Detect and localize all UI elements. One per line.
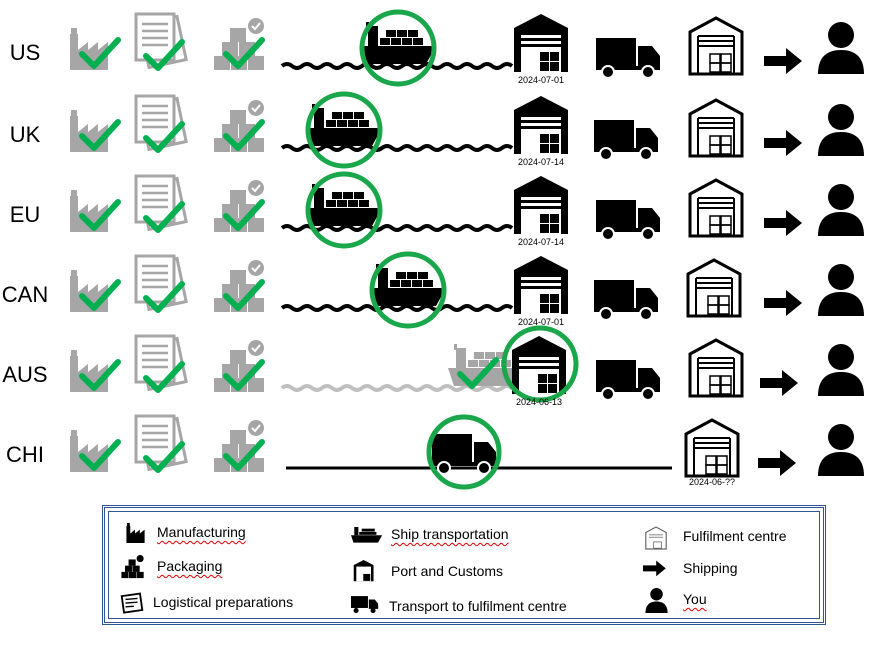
arrow-right-icon [764, 48, 802, 74]
fulfilment-centre-icon [645, 526, 667, 550]
country-label: UK [9, 122, 41, 147]
arrival-date: 2024-07-01 [518, 75, 564, 85]
arrow-right-icon [764, 210, 802, 236]
warehouse-icon [353, 560, 374, 582]
status-row: 2024-07-14 [70, 91, 864, 169]
truck-icon [593, 119, 659, 161]
fulfilment-centre-icon [688, 98, 744, 158]
truck-icon [595, 359, 661, 401]
ship-icon [351, 527, 383, 543]
legend-item-port: Port and Customs [353, 560, 593, 584]
boxes-icon [121, 555, 144, 579]
document-icon [134, 12, 188, 69]
legend-item-logistical: Logistical preparations [119, 592, 349, 616]
country-label: EU [9, 202, 41, 227]
truck-icon [593, 279, 659, 321]
legend: Manufacturing Packaging Logistical prepa… [102, 505, 826, 625]
highlight-ring [501, 325, 579, 403]
truck-icon [595, 199, 661, 241]
arrow-right-icon [758, 450, 796, 476]
warehouse-icon [514, 256, 568, 314]
legend-label-logistical: Logistical preparations [153, 594, 294, 610]
fulfilment-centre-icon [688, 16, 744, 76]
arrow-right-icon [760, 370, 798, 396]
arrival-date: 2024-06-13 [516, 397, 562, 407]
warehouse-icon [514, 14, 568, 72]
arrival-date: 2024-06-?? [689, 477, 735, 487]
status-row: 2024-06-?? [70, 414, 864, 490]
warehouse-icon [514, 176, 568, 234]
country-label: US [9, 40, 41, 65]
legend-label-manufacturing: Manufacturing [157, 524, 246, 540]
ship-icon [306, 184, 382, 226]
document-icon [134, 174, 188, 231]
document-icon [134, 414, 188, 471]
legend-label-fulfilment: Fulfilment centre [683, 528, 787, 544]
status-row: 2024-07-01 [70, 251, 864, 329]
arrival-date: 2024-07-14 [518, 237, 564, 247]
highlight-ring [426, 414, 502, 490]
document-icon [120, 592, 144, 614]
arrow-right-icon [764, 130, 802, 156]
legend-item-you: You [645, 588, 825, 616]
sea-line [280, 384, 514, 392]
legend-label-you: You [683, 591, 707, 607]
highlight-ring [359, 9, 437, 87]
person-icon [645, 588, 668, 614]
status-row: 2024-06-13 [70, 325, 864, 407]
fulfilment-centre-icon [688, 178, 744, 238]
person-icon [818, 344, 864, 396]
country-label: CHI [6, 442, 44, 467]
factory-icon [126, 522, 145, 544]
person-icon [818, 424, 864, 476]
fulfilment-centre-icon [686, 258, 742, 318]
highlight-ring [369, 251, 447, 329]
arrow-right-icon [764, 290, 802, 316]
arrival-date: 2024-07-14 [518, 157, 564, 167]
warehouse-icon [512, 336, 566, 394]
highlight-ring [305, 171, 383, 249]
ship-icon [306, 104, 382, 146]
fulfilment-centre-icon [688, 338, 744, 398]
status-row: 2024-07-01 [70, 9, 864, 87]
legend-item-ship: Ship transportation [351, 524, 591, 548]
arrival-date: 2024-07-01 [518, 317, 564, 327]
shipping-status-diagram: 2024-07-01 2024-07-14 2024-07-14 2024-07-01… [70, 9, 864, 490]
warehouse-icon [514, 96, 568, 154]
ship-icon [360, 22, 436, 64]
person-icon [818, 264, 864, 316]
legend-item-packaging: Packaging [121, 555, 351, 579]
person-icon [818, 184, 864, 236]
country-label: AUS [2, 362, 48, 387]
legend-item-transport: Transport to fulfilment centre [351, 596, 611, 620]
legend-label-packaging: Packaging [157, 558, 223, 574]
legend-item-shipping: Shipping [643, 560, 823, 584]
legend-item-fulfilment: Fulfilment centre [645, 526, 825, 550]
legend-label-shipping: Shipping [683, 560, 738, 576]
legend-label-port: Port and Customs [391, 563, 504, 579]
person-icon [818, 22, 864, 74]
document-icon [134, 94, 188, 151]
legend-item-manufacturing: Manufacturing [123, 522, 353, 546]
person-icon [818, 104, 864, 156]
highlight-ring [305, 91, 383, 169]
document-icon [134, 254, 188, 311]
country-label: CAN [1, 282, 49, 307]
legend-label-ship: Ship transportation [391, 526, 509, 542]
arrow-right-icon [643, 560, 666, 577]
ship-icon [370, 264, 446, 306]
status-row: 2024-07-14 [70, 171, 864, 249]
document-icon [134, 334, 188, 391]
sea-line [280, 304, 514, 312]
fulfilment-centre-icon [684, 418, 740, 478]
truck-icon [595, 37, 661, 79]
sea-line [280, 62, 514, 70]
truck-icon [351, 596, 379, 614]
legend-label-transport: Transport to fulfilment centre [389, 598, 567, 614]
